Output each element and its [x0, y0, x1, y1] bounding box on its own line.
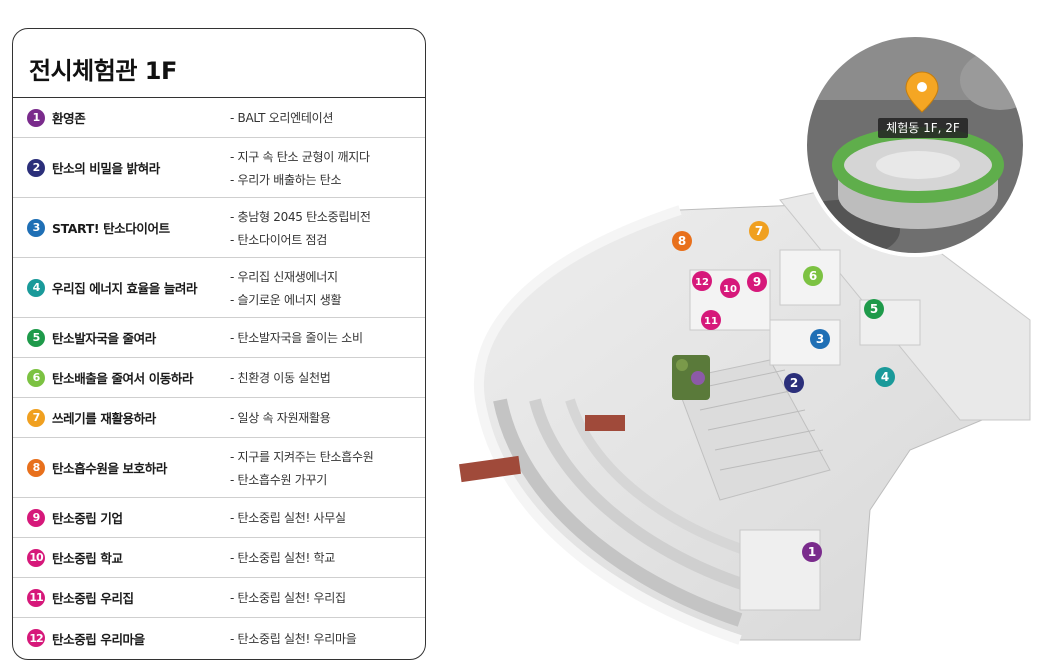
svg-text:7: 7	[755, 224, 763, 238]
zone-detail: - 일상 속 자원재활용	[230, 411, 331, 425]
zone-number-badge: 10	[27, 548, 45, 567]
zone-number-badge: 6	[27, 368, 45, 387]
zone-name: 우리집 에너지 효율을 늘려라	[52, 281, 198, 296]
zone-number-badge: 2	[27, 158, 45, 177]
zone-number-badge: 11	[27, 588, 45, 607]
zone-name: START! 탄소다이어트	[52, 221, 170, 236]
svg-text:4: 4	[881, 370, 889, 384]
zone-detail: - 탄소다이어트 점검	[230, 232, 327, 247]
zone-row-2[interactable]: 2 탄소의 비밀을 밝혀라 - 지구 속 탄소 균형이 깨지다 - 우리가 배출하는…	[13, 138, 425, 198]
map-marker-2[interactable]: 2	[784, 373, 804, 393]
svg-text:6: 6	[809, 269, 817, 283]
zone-name: 탄소중립 기업	[52, 511, 123, 526]
zone-detail: - 탄소발자국을 줄이는 소비	[230, 331, 363, 345]
zone-name: 탄소중립 우리마을	[52, 631, 145, 647]
zone-row-4[interactable]: 4 우리집 에너지 효율을 늘려라 - 우리집 신재생에너지 - 슬기로운 에너지 …	[13, 258, 425, 318]
zone-detail: - 탄소흡수원 가꾸기	[230, 472, 327, 487]
map-marker-6[interactable]: 6	[803, 266, 823, 286]
zone-detail: - 우리가 배출하는 탄소	[230, 172, 342, 187]
zone-row-1[interactable]: 1 환영존 - BALT 오리엔테이션	[13, 98, 425, 138]
zone-detail: - 충남형 2045 탄소중립비전	[230, 209, 371, 224]
zone-detail: - 친환경 이동 실천법	[230, 371, 331, 385]
svg-text:12: 12	[695, 277, 709, 288]
zone-detail: - 지구 속 탄소 균형이 깨지다	[230, 149, 370, 164]
zone-number-badge: 12	[27, 629, 45, 647]
location-pin-icon	[905, 71, 939, 113]
map-marker-1[interactable]: 1	[802, 542, 822, 562]
map-marker-7[interactable]: 7	[749, 221, 769, 241]
zone-legend-panel: 전시체험관 1F 1 환영존 - BALT 오리엔테이션 2 탄소의 비밀을 밝혀라…	[12, 28, 426, 660]
location-inset: 체험동 1F, 2F	[803, 33, 1027, 257]
svg-text:10: 10	[723, 284, 737, 295]
zone-name: 탄소의 비밀을 밝혀라	[52, 161, 160, 176]
zone-name: 쓰레기를 재활용하라	[52, 411, 156, 426]
zone-row-11[interactable]: 11 탄소중립 우리집 - 탄소중립 실천! 우리집	[13, 578, 425, 618]
zone-detail: - BALT 오리엔테이션	[230, 111, 334, 125]
zone-row-8[interactable]: 8 탄소흡수원을 보호하라 - 지구를 지켜주는 탄소흡수원 - 탄소흡수원 가꾸기	[13, 438, 425, 498]
location-label: 체험동 1F, 2F	[886, 121, 960, 135]
zone-number-badge: 4	[27, 278, 45, 297]
svg-text:11: 11	[704, 316, 718, 327]
page-title: 전시체험관 1F	[13, 29, 425, 98]
zone-name: 환영존	[52, 111, 86, 126]
zone-number-badge: 8	[27, 458, 45, 477]
map-marker-10[interactable]: 10	[720, 278, 740, 298]
zone-row-5[interactable]: 5 탄소발자국을 줄여라 - 탄소발자국을 줄이는 소비	[13, 318, 425, 358]
svg-text:2: 2	[790, 376, 798, 390]
zone-row-10[interactable]: 10 탄소중립 학교 - 탄소중립 실천! 학교	[13, 538, 425, 578]
zone-name: 탄소배출을 줄여서 이동하라	[52, 371, 194, 386]
zone-detail: - 탄소중립 실천! 우리마을	[230, 631, 357, 646]
map-marker-11[interactable]: 11	[701, 310, 721, 330]
location-label-bg	[878, 118, 968, 138]
svg-text:9: 9	[753, 275, 761, 289]
map-marker-12[interactable]: 12	[692, 271, 712, 291]
zone-number-badge: 9	[27, 508, 45, 527]
zone-row-3[interactable]: 3 START! 탄소다이어트 - 충남형 2045 탄소중립비전 - 탄소다이어트…	[13, 198, 425, 258]
svg-text:3: 3	[816, 332, 824, 346]
zone-name: 탄소흡수원을 보호하라	[52, 461, 167, 476]
map-marker-8[interactable]: 8	[672, 231, 692, 251]
zone-number-badge: 7	[27, 408, 45, 427]
zone-detail: - 탄소중립 실천! 사무실	[230, 511, 346, 525]
zone-detail: - 우리집 신재생에너지	[230, 269, 338, 284]
zone-detail: - 슬기로운 에너지 생활	[230, 292, 342, 307]
svg-text:8: 8	[678, 234, 686, 248]
zone-detail: - 탄소중립 실천! 학교	[230, 551, 336, 565]
zone-row-7[interactable]: 7 쓰레기를 재활용하라 - 일상 속 자원재활용	[13, 398, 425, 438]
zone-name: 탄소발자국을 줄여라	[52, 331, 156, 346]
zone-number-badge: 1	[27, 108, 45, 127]
zone-detail: - 지구를 지켜주는 탄소흡수원	[230, 449, 374, 464]
building-floor	[459, 184, 1031, 645]
zone-detail: - 탄소중립 실천! 우리집	[230, 591, 346, 605]
zone-name: 탄소중립 우리집	[52, 591, 134, 606]
svg-text:1: 1	[808, 545, 816, 559]
map-marker-5[interactable]: 5	[864, 299, 884, 319]
zone-row-12[interactable]: 12 탄소중립 우리마을 - 탄소중립 실천! 우리마을	[13, 618, 425, 658]
svg-text:5: 5	[870, 302, 878, 316]
floor-plan-illustration: 1 2 3 4 5 6 7 8 9 10 11 12	[459, 33, 1031, 645]
floor-map: 1 2 3 4 5 6 7 8 9 10 11 12	[440, 0, 1062, 672]
map-marker-9[interactable]: 9	[747, 272, 767, 292]
zone-markers: 1 2 3 4 5 6 7 8 9 10 11 12	[672, 221, 895, 562]
zone-row-6[interactable]: 6 탄소배출을 줄여서 이동하라 - 친환경 이동 실천법	[13, 358, 425, 398]
zone-number-badge: 5	[27, 328, 45, 347]
zone-row-9[interactable]: 9 탄소중립 기업 - 탄소중립 실천! 사무실	[13, 498, 425, 538]
map-marker-3[interactable]: 3	[810, 329, 830, 349]
zone-name: 탄소중립 학교	[52, 551, 123, 566]
zone-number-badge: 3	[27, 218, 45, 237]
zone-list: 1 환영존 - BALT 오리엔테이션 2 탄소의 비밀을 밝혀라 - 지구 속 탄…	[13, 98, 425, 658]
map-marker-4[interactable]: 4	[875, 367, 895, 387]
